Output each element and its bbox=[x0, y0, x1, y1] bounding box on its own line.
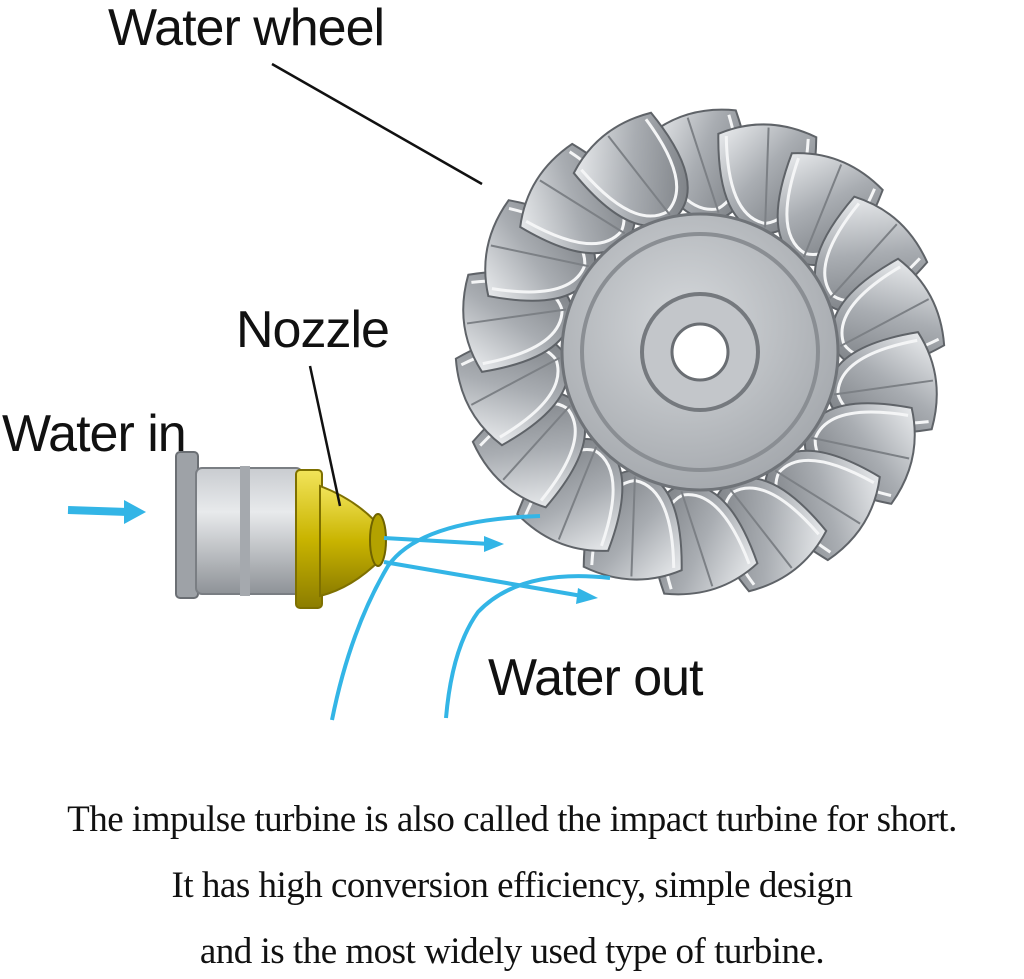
nozzle-label: Nozzle bbox=[236, 301, 390, 359]
water-wheel-leader bbox=[271, 62, 483, 186]
water-wheel bbox=[454, 108, 946, 596]
nozzle-brass-ring bbox=[295, 469, 323, 609]
wheel-buckets bbox=[454, 108, 946, 596]
caption-line-3: and is the most widely used type of turb… bbox=[199, 931, 825, 972]
water-in-arrow bbox=[67, 500, 146, 524]
nozzle-leader bbox=[308, 365, 342, 507]
water-jet-upper bbox=[383, 536, 491, 546]
wheel-ring bbox=[580, 232, 820, 472]
water-wheel-label: Water wheel bbox=[108, 0, 385, 57]
nozzle-assembly bbox=[175, 451, 387, 609]
nozzle-collar bbox=[240, 466, 250, 596]
impulse-turbine-diagram bbox=[67, 62, 946, 721]
water-flow bbox=[330, 514, 611, 721]
nozzle-tip bbox=[369, 513, 387, 567]
water-out-stream-1 bbox=[330, 514, 541, 721]
water-out-label: Water out bbox=[488, 649, 703, 707]
caption-line-1: The impulse turbine is also called the i… bbox=[67, 799, 957, 840]
water-jet-lower bbox=[383, 560, 583, 598]
wheel-shaft-hole bbox=[670, 322, 730, 382]
nozzle-flange bbox=[175, 451, 199, 599]
water-jet-lower-arrow bbox=[576, 588, 598, 604]
water-in-label: Water in bbox=[2, 405, 187, 463]
water-jet-upper-arrow bbox=[484, 536, 504, 552]
water-out-stream-2 bbox=[444, 574, 611, 719]
caption-line-2: It has high conversion efficiency, simpl… bbox=[171, 865, 853, 906]
wheel-bucket bbox=[572, 111, 689, 227]
